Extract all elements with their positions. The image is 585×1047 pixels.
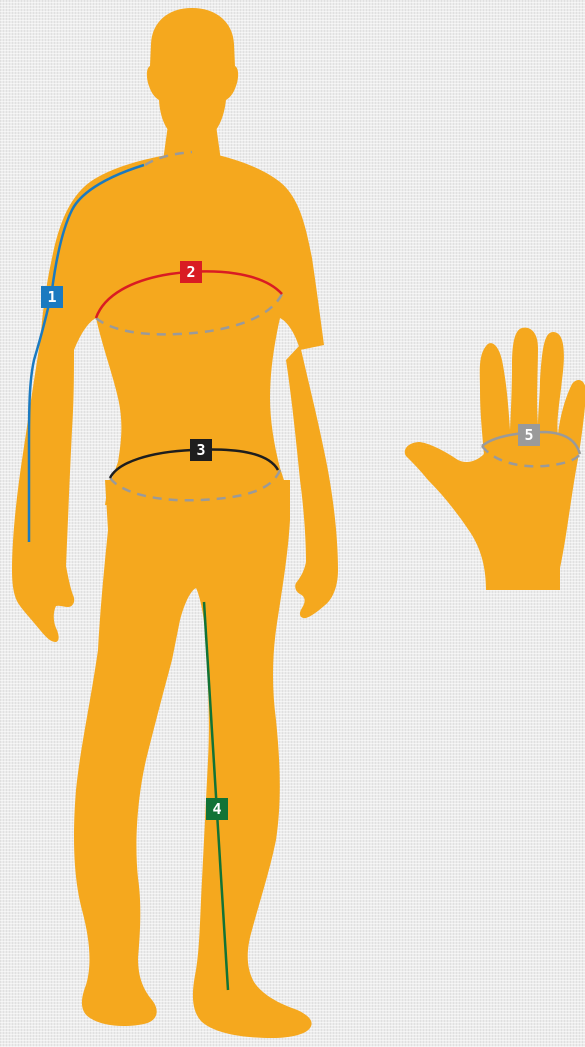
left-forearm [12,342,74,642]
measurement-badge-3[interactable]: 3 [190,439,212,461]
measurement-badge-2[interactable]: 2 [180,261,202,283]
right-forearm [286,345,338,618]
legs [74,480,312,1038]
hand-silhouette [405,328,585,590]
torso [40,155,324,505]
body-silhouette [12,8,585,1038]
measurement-badge-4[interactable]: 4 [206,798,228,820]
head [147,8,238,138]
measurement-badge-5[interactable]: 5 [518,424,540,446]
measurement-badge-1[interactable]: 1 [41,286,63,308]
